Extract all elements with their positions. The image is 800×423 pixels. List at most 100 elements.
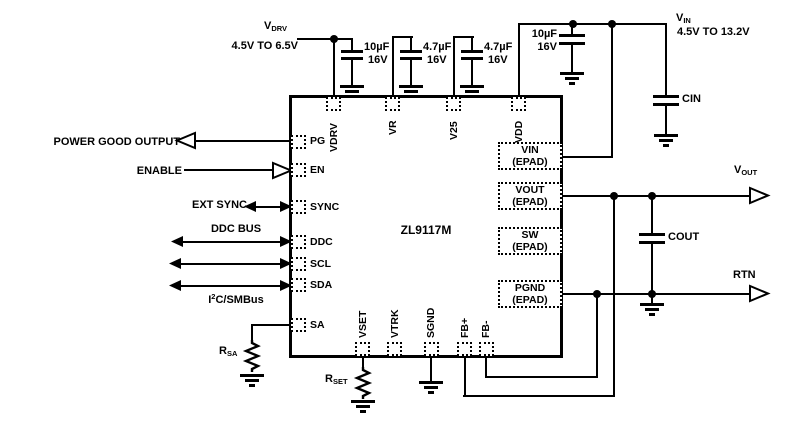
pin-label-vset: VSET [357, 310, 369, 338]
junction-dot-rtn-gnd [648, 290, 656, 298]
pin-pad-scl [291, 257, 306, 271]
junction-dot-vin-cap [569, 20, 577, 28]
pin-pad-en [291, 163, 306, 177]
vin-rail-label: VIN [676, 12, 691, 27]
wire-vr-riser [392, 36, 394, 98]
wire-sync-line [249, 206, 292, 208]
rset-label: RSET [325, 373, 348, 388]
cap-v25-value-label: 4.7µF [484, 41, 513, 53]
pin-pad-fbplus [457, 342, 472, 356]
cap-vr-lead-top [410, 36, 412, 50]
rtn-arrow-icon [749, 284, 771, 303]
vout-subscript: OUT [741, 168, 758, 177]
cap-v25-lead-bottom [471, 60, 473, 85]
i2c-base: I [208, 294, 212, 306]
epad-sw-name: SW [521, 229, 539, 241]
wire-rset-stem [362, 356, 364, 368]
epad-vin-name: VIN [521, 144, 539, 156]
wire-vin-epad-drop [611, 23, 613, 158]
ground-icon-rtn [640, 303, 664, 317]
ground-bar [245, 379, 259, 382]
wire-rtn-gnd-stem [651, 293, 653, 303]
wire-v25-rail [453, 36, 474, 38]
epad-pgnd-pkg: (EPAD) [512, 294, 548, 306]
ground-bar [465, 90, 479, 93]
cap-vdrv-plate-bottom [341, 57, 363, 60]
cap-vdd-lead-bottom [571, 45, 573, 72]
cout-label: COUT [668, 231, 700, 243]
pin-label-fbminus: FB- [480, 320, 492, 339]
pin-label-vdd: VDD [513, 120, 525, 143]
wire-en-line [184, 169, 274, 171]
wire-vin-top-rail [518, 23, 667, 25]
power-good-output-arrow-icon [174, 131, 196, 150]
power-good-output-label: POWER GOOD OUTPUT [53, 136, 181, 148]
wire-vout-rail [562, 195, 751, 197]
ground-bar [360, 410, 366, 413]
ground-bar [351, 400, 375, 403]
rtn-rail-label: RTN [733, 269, 756, 281]
wire-vin-epad-link [562, 156, 613, 158]
sda-arrowhead-right-icon [280, 280, 292, 291]
ddc-arrowhead-left-icon [171, 236, 183, 247]
pin-label-pg: PG [310, 135, 326, 147]
epad-vin-pkg: (EPAD) [512, 156, 548, 168]
wire-pg-line [194, 140, 293, 142]
ext-sync-label: EXT SYNC [191, 199, 247, 211]
pin-label-sync: SYNC [310, 201, 340, 213]
vdrv-symbol: V [264, 20, 272, 32]
ddc-arrowhead-right-icon [280, 236, 292, 247]
ground-bar [356, 405, 370, 408]
ground-icon-cin [654, 134, 678, 148]
ground-bar [404, 90, 418, 93]
wire-fbplus-pin-stem [464, 356, 466, 397]
cap-vdd-plate-top [559, 34, 585, 37]
pin-pad-ddc [291, 235, 306, 249]
cout-plate-bottom [639, 241, 665, 244]
pin-pad-sync [291, 200, 306, 214]
pin-pad-fbminus [479, 342, 494, 356]
pin-label-scl: SCL [310, 258, 331, 270]
enable-label: ENABLE [136, 165, 182, 177]
i2c-rest: C/SMBus [215, 294, 264, 306]
vin-subscript: IN [683, 16, 691, 25]
vin-range-label: 4.5V TO 13.2V [677, 26, 750, 38]
pin-label-sda: SDA [310, 279, 333, 291]
wire-cout-stem-bottom [651, 244, 653, 295]
wire-vdrv-riser [333, 38, 335, 98]
pin-pad-vset [355, 342, 370, 356]
ground-icon-rsa [240, 374, 264, 388]
junction-dot-vout-fbplus [610, 192, 618, 200]
ground-bar [659, 139, 673, 142]
pin-label-vtrk: VTRK [389, 309, 401, 338]
ground-bar [419, 381, 443, 384]
rsa-label: RSA [219, 345, 237, 360]
pin-label-en: EN [310, 164, 325, 176]
ground-bar [424, 386, 438, 389]
ground-bar [654, 134, 678, 137]
ground-bar [649, 313, 655, 316]
i2c-superscript: 2 [211, 292, 216, 301]
ground-bar [663, 144, 669, 147]
wire-sgnd-stem [430, 356, 432, 381]
scl-arrowhead-left-icon [169, 258, 181, 269]
cap-v25-plate-top [461, 50, 483, 53]
cap-vr-plate-bottom [400, 57, 422, 60]
pin-pad-vdrv [326, 97, 341, 111]
ground-bar [640, 303, 664, 306]
junction-dot-vout-cout [648, 192, 656, 200]
ground-bar [565, 77, 579, 80]
epad-vout-pkg: (EPAD) [512, 196, 548, 208]
cap-v25-voltage-label: 16V [488, 54, 508, 66]
cap-vr-value-label: 4.7µF [423, 41, 452, 53]
rsa-symbol: R [219, 345, 227, 357]
ground-bar [645, 308, 659, 311]
cap-vdrv-lead-bottom [351, 60, 353, 85]
scl-arrowhead-right-icon [280, 258, 292, 269]
ground-bar [569, 82, 575, 85]
ground-bar [240, 374, 264, 377]
ddc-bus-label: DDC BUS [210, 223, 262, 235]
cap-v25-lead-top [471, 36, 473, 50]
wire-ddc-line [177, 241, 292, 243]
wire-vdrv-feed [297, 38, 353, 40]
